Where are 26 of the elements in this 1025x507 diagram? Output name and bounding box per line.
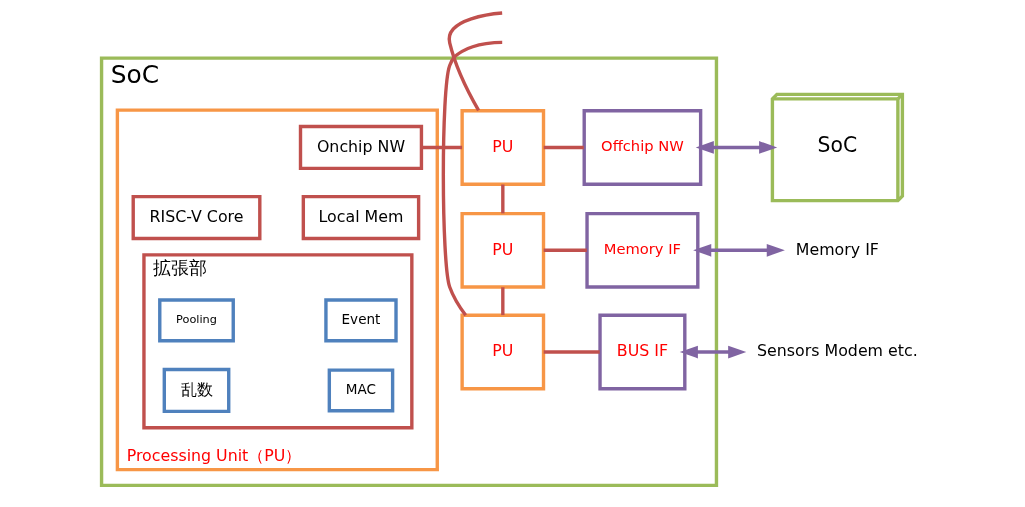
node-box: Event	[323, 298, 398, 343]
node-box: MAC	[327, 368, 394, 413]
node-box: PU	[459, 109, 545, 186]
connector	[500, 287, 505, 316]
arrow	[692, 243, 785, 257]
node-box: Memory IF	[584, 211, 699, 289]
node-box: PU	[459, 313, 545, 391]
connector	[543, 248, 587, 252]
connector	[447, 11, 502, 112]
node-box: Onchip NW	[298, 124, 423, 171]
node-box: PU	[459, 211, 545, 289]
node-box: Pooling	[157, 298, 235, 343]
node-box: RISC-V Core	[131, 194, 261, 241]
connector	[421, 145, 462, 150]
connector	[500, 184, 505, 214]
node-box: Local Mem	[301, 194, 420, 241]
connector	[441, 40, 502, 317]
connector	[543, 350, 600, 354]
arrow	[695, 141, 777, 154]
node-box: 乱数	[162, 367, 230, 414]
node-box: BUS IF	[597, 313, 686, 391]
arrow	[679, 345, 746, 359]
connector	[543, 145, 584, 150]
node-text: Sensors Modem etc.	[756, 341, 918, 361]
node-box: Offchip NW	[582, 109, 702, 186]
node-text: Memory IF	[795, 239, 879, 259]
